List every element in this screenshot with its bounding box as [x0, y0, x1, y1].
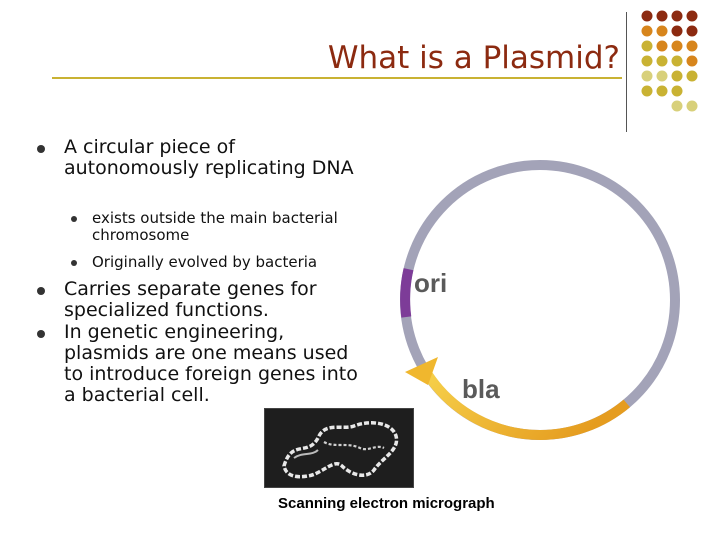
decor-dot [686, 55, 698, 67]
title-underline [52, 77, 622, 79]
bla-label: bla [462, 374, 500, 404]
page-title: What is a Plasmid? [327, 40, 620, 76]
bullet-text: exists outside the main bacterial chromo… [92, 209, 338, 244]
bullet-genetic-engineering: In genetic engineering, plasmids are one… [37, 321, 364, 406]
plasmid-diagram: ori bla [400, 160, 680, 441]
bullet-text: Originally evolved by bacteria [92, 253, 318, 271]
decorative-dot-grid [641, 10, 698, 112]
decor-dot [656, 70, 668, 82]
decor-dot [641, 10, 653, 22]
decor-dot [686, 70, 698, 82]
subbullet-evolved-by-bacteria: Originally evolved by bacteria [71, 253, 362, 271]
decor-dot [671, 70, 683, 82]
bla-arrow-segment [423, 371, 631, 441]
decor-dot [686, 25, 698, 37]
decor-dot [641, 40, 653, 52]
decor-dot [671, 25, 683, 37]
bullet-dot-icon [37, 330, 45, 338]
decor-dot [656, 85, 668, 97]
decor-dot [686, 10, 698, 22]
decor-dot [671, 55, 683, 67]
decor-dot [641, 70, 653, 82]
bla-arrowhead-icon [405, 357, 438, 385]
bullet-dot-icon [71, 260, 77, 266]
electron-micrograph-image [264, 408, 414, 488]
bullet-dot-icon [71, 216, 77, 222]
decor-dot [656, 55, 668, 67]
decor-dot [641, 55, 653, 67]
decor-dot [656, 40, 668, 52]
bullet-text: Carries separate genes for specialized f… [64, 278, 317, 321]
bullet-dot-icon [37, 287, 45, 295]
decor-dot [686, 100, 698, 112]
subbullet-outside-chromosome: exists outside the main bacterial chromo… [71, 209, 362, 244]
decor-dot [671, 85, 683, 97]
decor-dot [641, 85, 653, 97]
ori-segment [400, 268, 414, 318]
decor-dot [656, 10, 668, 22]
bullet-separate-genes: Carries separate genes for specialized f… [37, 278, 354, 321]
vertical-divider [626, 12, 627, 132]
decor-dot [641, 25, 653, 37]
bullet-text: In genetic engineering, plasmids are one… [64, 321, 358, 406]
bullet-circular-dna: A circular piece of autonomously replica… [37, 136, 354, 179]
decor-dot [671, 40, 683, 52]
bullet-text: A circular piece of autonomously replica… [64, 136, 354, 179]
ori-label: ori [414, 268, 447, 298]
decor-dot [671, 10, 683, 22]
decor-dot [656, 25, 668, 37]
decor-dot [686, 40, 698, 52]
micrograph-caption: Scanning electron micrograph [278, 495, 495, 512]
bullet-dot-icon [37, 145, 45, 153]
decor-dot [671, 100, 683, 112]
